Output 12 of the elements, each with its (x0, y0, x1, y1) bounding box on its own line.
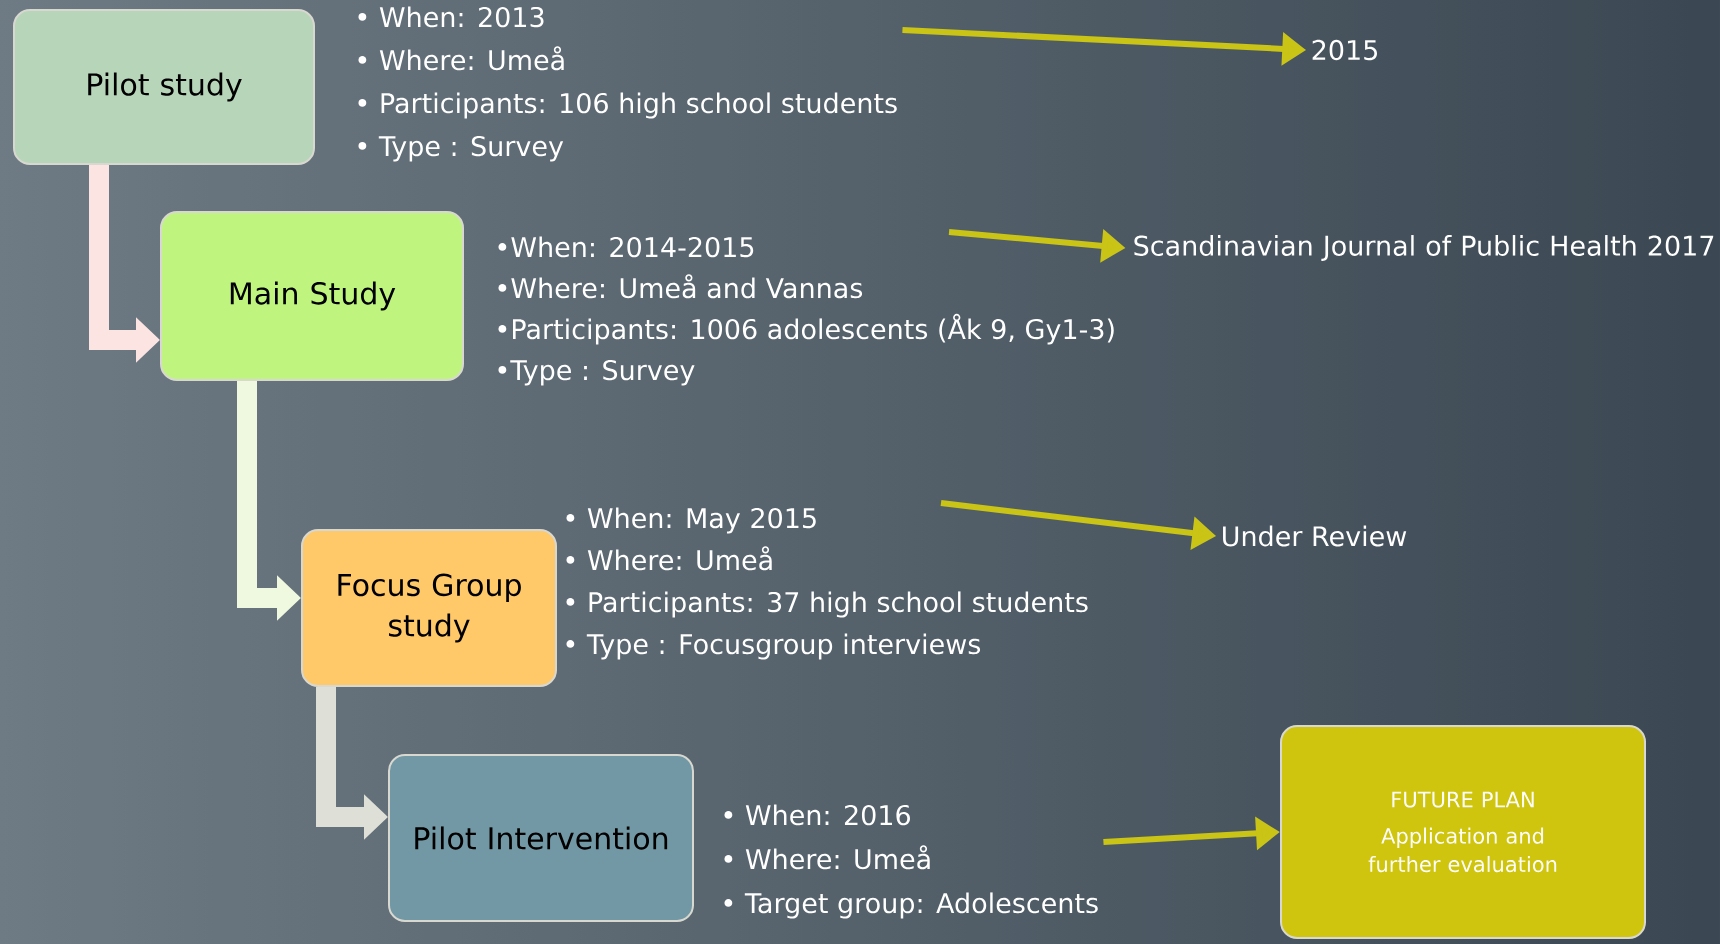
process-box: Pilot Intervention (388, 754, 694, 922)
bullet-list: • When: 2013 • Where: Umeå • Participants: 106 high school students • Type : Survey (358, 6, 897, 162)
publication-text: 2015 (1312, 39, 1377, 61)
publication-text: Under Review (1223, 525, 1407, 547)
bullet-list: • When: May 2015 • Where: Umeå • Participants: 37 high school students • Type : Focusgroup interviews (566, 507, 1088, 660)
bullet-list: • When: 2016 • Where: Umeå • Target group: Adolescents (724, 804, 1098, 919)
plan-box: FUTURE PLAN Application and further evaluation (1280, 725, 1646, 939)
process-box: Pilot study (13, 9, 315, 165)
process-box: Focus Group study (301, 529, 557, 687)
process-box: Main Study (160, 211, 464, 381)
bullet-list: •When: 2014-2015 •Where: Umeå and Vannas •Participants: 1006 adolescents (Åk 9, Gy1-3) •Type : Survey (498, 236, 1114, 386)
publication-text: Scandinavian Journal of Public Health 2017 (1134, 235, 1714, 261)
